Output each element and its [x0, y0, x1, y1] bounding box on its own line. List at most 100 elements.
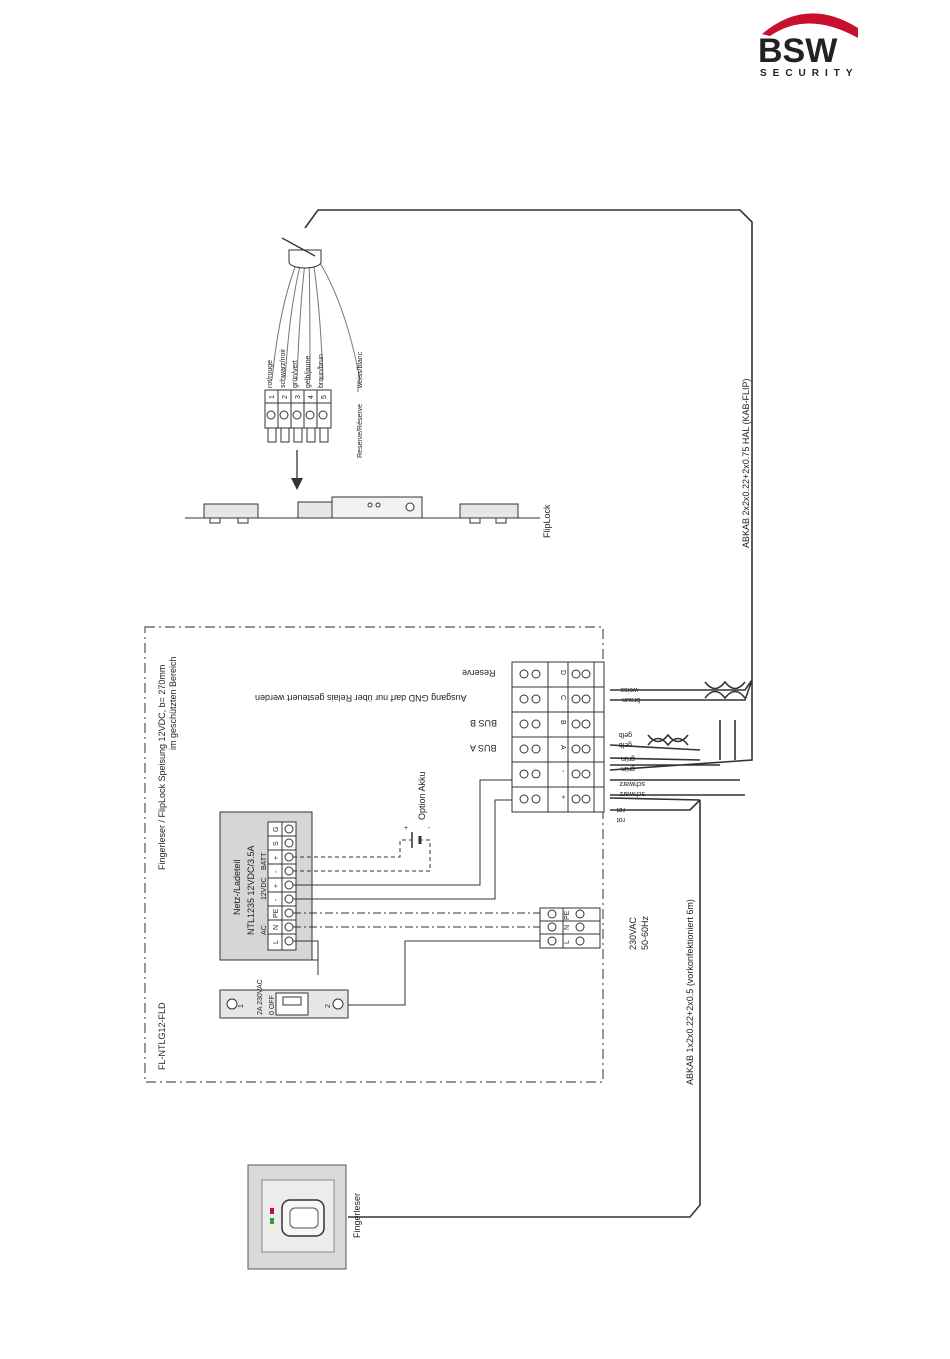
psu-dc: 12VDC: [261, 877, 268, 900]
flipflop-connector: [264, 389, 332, 443]
psu-title-1: Netz-/Ladeteil: [232, 859, 242, 915]
bus-a-label: BUS A: [470, 743, 497, 753]
psu-screws: [284, 824, 294, 946]
psu-batt: BATT: [261, 852, 268, 870]
wire-gruen-2: grün: [621, 765, 635, 772]
psu-pin-s: S: [273, 841, 280, 846]
mains-terminal: [539, 907, 601, 949]
flipflop-cable-label: ABKAB 2x2x0.22+2x0.75 HAL (KAB-FLIP): [741, 378, 751, 548]
bsw-security-logo: BSW SECURITY: [758, 13, 859, 79]
wire-gelb-1: gelb: [619, 731, 632, 738]
terminal-block: [511, 661, 605, 813]
circuit-breaker: [219, 989, 349, 1019]
psu-pin-n: N: [273, 925, 280, 930]
mains-freq: 50-60Hz: [640, 915, 650, 950]
twist-4: [647, 737, 689, 747]
fliplock-label: FlipLock: [542, 504, 552, 538]
psu-pin-l: L: [273, 940, 280, 944]
enclosure-model: FL-NTLG12-FLD: [157, 1002, 167, 1070]
fingerprint-reader: [247, 1164, 347, 1270]
dc-wire-bus: [479, 779, 512, 812]
psu-title-2: NTL1235 12VDC/3.5A: [246, 845, 256, 935]
wire-braun: braun: [622, 696, 640, 703]
mains-pin-pe: PE: [564, 910, 571, 920]
breaker-pin-2: 2: [325, 1004, 332, 1008]
psu-pin-pe: PE: [273, 908, 280, 918]
fan-wire-6: [314, 254, 361, 381]
wire-label-2: schwarz/noir: [280, 348, 287, 388]
logo-sub: SECURITY: [760, 68, 859, 79]
mains-wire-l: [345, 940, 540, 1006]
fliplock-body: [185, 496, 540, 524]
cable-end: [281, 237, 322, 269]
battery-minus: -: [428, 825, 431, 832]
pin-1: 1: [269, 395, 276, 399]
wire-rot-1: rot: [617, 806, 625, 813]
dc-wire-minus: [293, 799, 512, 900]
psu-box: [219, 811, 313, 961]
insert-arrow: [291, 450, 303, 490]
breaker-pin-1: 1: [238, 1004, 245, 1008]
psu-pin-plus1: +: [273, 856, 280, 860]
wire-label-1: rot/rouge: [267, 360, 274, 388]
battery-label: Option Akku: [417, 771, 427, 820]
wire-label-3: grün/vert: [292, 360, 299, 388]
breaker-psu-wire: [290, 959, 319, 972]
logo-brand: BSW: [758, 32, 838, 70]
psu-ac: AC: [261, 925, 268, 935]
wire-label-4: gelb/jaune: [305, 356, 312, 388]
reserve-terminal-label: Reserve: [462, 668, 496, 678]
terminal-letter-c: C: [559, 695, 566, 700]
connector-screws: [266, 410, 328, 420]
wire-schwarz-1: schwarz: [619, 780, 645, 787]
mains-voltage: 230VAC: [628, 917, 638, 950]
twist-5: [719, 720, 736, 760]
psu-pin-minus1: -: [273, 870, 280, 873]
breaker-rating: 2A 230VAC: [257, 979, 264, 1015]
enclosure-box: [144, 626, 604, 1083]
twist-3: [647, 733, 689, 743]
reserve-wire-label: weiss/blanc: [357, 351, 364, 389]
wire-gelb-2: gelb: [619, 741, 632, 748]
pin-4: 4: [308, 395, 315, 399]
psu-pin-plus2: +: [273, 884, 280, 888]
terminal-letter-d: D: [559, 670, 566, 675]
wire-weiss: weiss: [620, 686, 639, 693]
wire-label-5: braun/brun: [318, 354, 325, 388]
dc-wire-plus: [293, 812, 481, 886]
cable-strands: [609, 679, 753, 796]
breaker-state: 0 OFF: [269, 995, 276, 1015]
pin-5: 5: [321, 395, 328, 399]
terminal-letter-plus: +: [559, 795, 566, 799]
flipflop-cable: [304, 209, 753, 680]
wire-rot-2: rot: [617, 816, 625, 823]
ausgang-label: Ausgang GND darf nur über Relais gesteue…: [255, 693, 467, 703]
battery-plus: +: [404, 825, 408, 832]
bus-b-label: BUS B: [470, 718, 497, 728]
pin-2: 2: [282, 395, 289, 399]
batt-wire-plus: [293, 839, 412, 858]
mains-pin-l: L: [564, 940, 571, 944]
logo-arc: [762, 13, 858, 38]
reader-cable-label: ABKAB 1x2x0.22+2x0.5 (vorkonfektioniert …: [685, 899, 695, 1085]
twist-2: [704, 690, 746, 700]
battery-symbol: [411, 832, 422, 848]
terminal-letter-minus: -: [559, 770, 566, 773]
batt-wire-minus: [293, 839, 431, 872]
twist-1: [704, 680, 746, 690]
enclosure-title: Fingerleser / FlipLock Speisung 12VDC, b…: [157, 665, 167, 870]
psu-pin-minus2: -: [273, 898, 280, 901]
psu-pin-g: G: [273, 827, 280, 832]
reserve-label: Reserve/Réserve: [357, 404, 364, 458]
wire-gruen-1: grün: [621, 755, 635, 762]
mains-pin-n: N: [564, 925, 571, 930]
cable-strands-b: [609, 744, 701, 811]
terminal-letter-b: B: [559, 720, 566, 725]
reader-cable: [348, 800, 701, 1218]
reader-label: Fingerleser: [352, 1193, 362, 1238]
terminal-letter-a: A: [559, 745, 566, 750]
wire-schwarz-2: schwarz: [619, 790, 645, 797]
pin-3: 3: [295, 395, 302, 399]
terminal-screws: [519, 669, 591, 804]
